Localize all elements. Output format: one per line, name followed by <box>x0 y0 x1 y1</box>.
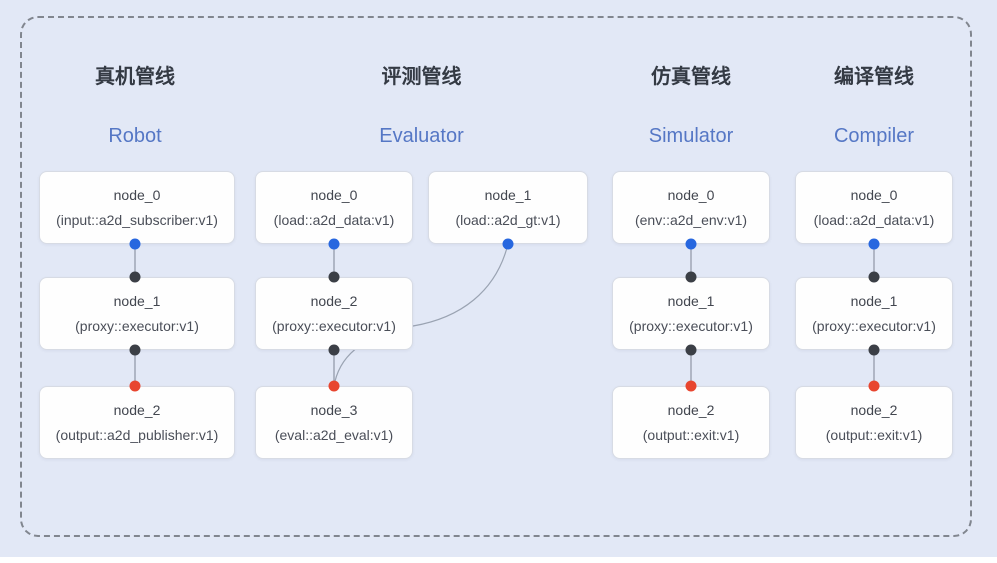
evaluator-node-1-box: node_1 (load::a2d_gt:v1) <box>428 171 588 244</box>
pipeline-title-zh-simulator: 仿真管线 <box>651 66 731 88</box>
node-detail: (output::exit:v1) <box>642 426 740 443</box>
evaluator-node-2-box: node_2 (proxy::executor:v1) <box>255 277 413 350</box>
node-detail: (load::a2d_data:v1) <box>813 211 935 228</box>
node-detail: (load::a2d_data:v1) <box>273 211 395 228</box>
diagram-border <box>20 16 972 537</box>
evaluator-node-0-box: node_0 (load::a2d_data:v1) <box>255 171 413 244</box>
pipeline-title-zh-evaluator: 评测管线 <box>381 66 462 88</box>
node-name: node_1 <box>484 186 532 203</box>
evaluator-node-3-box: node_3 (eval::a2d_eval:v1) <box>255 386 413 459</box>
compiler-node-2-box: node_2 (output::exit:v1) <box>795 386 953 459</box>
node-name: node_0 <box>850 186 898 203</box>
pipeline-title-en-robot: Robot <box>108 125 162 147</box>
node-name: node_2 <box>310 292 358 309</box>
node-detail: (output::a2d_publisher:v1) <box>55 426 219 443</box>
pipeline-title-en-evaluator: Evaluator <box>379 125 464 147</box>
pipeline-title-en-simulator: Simulator <box>648 125 734 147</box>
robot-node-2-box: node_2 (output::a2d_publisher:v1) <box>39 386 235 459</box>
node-name: node_1 <box>113 292 161 309</box>
pipeline-title-en-compiler: Compiler <box>833 125 915 147</box>
compiler-node-0-box: node_0 (load::a2d_data:v1) <box>795 171 953 244</box>
compiler-node-1-box: node_1 (proxy::executor:v1) <box>795 277 953 350</box>
node-detail: (proxy::executor:v1) <box>75 317 199 334</box>
node-name: node_1 <box>850 292 898 309</box>
node-name: node_1 <box>667 292 715 309</box>
node-name: node_2 <box>113 401 161 418</box>
simulator-node-0-box: node_0 (env::a2d_env:v1) <box>612 171 770 244</box>
robot-node-1-box: node_1 (proxy::executor:v1) <box>39 277 235 350</box>
pipeline-title-zh-compiler: 编译管线 <box>834 66 914 88</box>
simulator-node-1-box: node_1 (proxy::executor:v1) <box>612 277 770 350</box>
robot-node-0-box: node_0 (input::a2d_subscriber:v1) <box>39 171 235 244</box>
node-detail: (env::a2d_env:v1) <box>634 211 748 228</box>
node-detail: (output::exit:v1) <box>825 426 923 443</box>
node-detail: (eval::a2d_eval:v1) <box>274 426 394 443</box>
node-name: node_2 <box>850 401 898 418</box>
node-detail: (proxy::executor:v1) <box>272 317 396 334</box>
node-name: node_3 <box>310 401 358 418</box>
node-name: node_2 <box>667 401 715 418</box>
node-name: node_0 <box>113 186 161 203</box>
node-name: node_0 <box>310 186 358 203</box>
node-detail: (load::a2d_gt:v1) <box>455 211 561 228</box>
node-detail: (proxy::executor:v1) <box>629 317 753 334</box>
simulator-node-2-box: node_2 (output::exit:v1) <box>612 386 770 459</box>
node-detail: (input::a2d_subscriber:v1) <box>56 211 218 228</box>
pipeline-title-zh-robot: 真机管线 <box>95 66 175 88</box>
node-name: node_0 <box>667 186 715 203</box>
node-detail: (proxy::executor:v1) <box>812 317 936 334</box>
